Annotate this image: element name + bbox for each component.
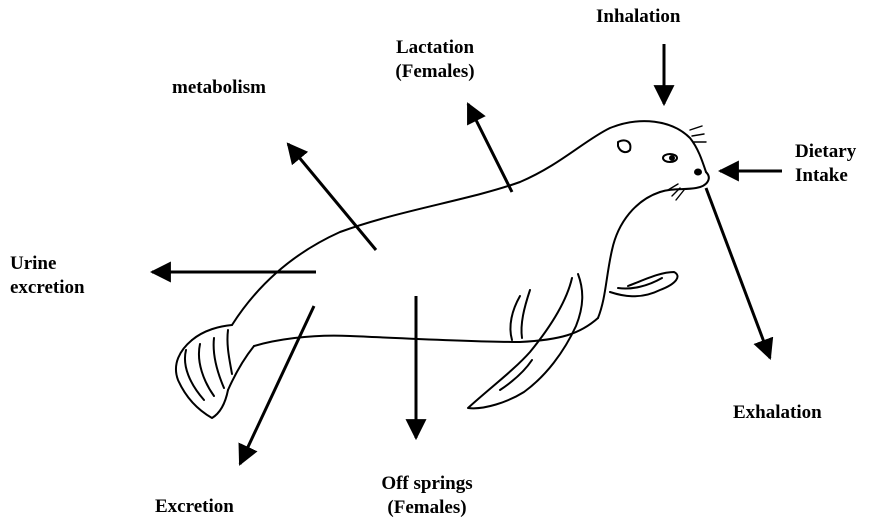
tail-flipper-line-1 <box>185 350 204 400</box>
dietary-intake-label-line-2: Intake <box>795 164 856 188</box>
offspring-label-line-1: Off springs <box>362 472 492 496</box>
offspring-label: Off springs (Females) <box>362 472 492 520</box>
seal-chest-outline <box>598 192 660 318</box>
tail-flipper-line-4 <box>227 330 232 374</box>
exhalation-label: Exhalation <box>733 401 822 425</box>
seal-ear <box>618 140 630 152</box>
tail-flipper-line-2 <box>199 344 214 396</box>
offspring-label-line-2: (Females) <box>362 496 492 520</box>
front-flipper-line-1 <box>510 296 520 340</box>
lactation-label: Lactation (Females) <box>380 36 490 84</box>
seal-back-outline <box>232 121 706 325</box>
excretion-arrow <box>240 306 314 464</box>
tail-flipper-line-3 <box>214 338 224 388</box>
dietary-intake-label: Dietary Intake <box>795 140 856 188</box>
flux-arrows <box>152 44 782 464</box>
seal-nose <box>695 170 701 175</box>
lactation-arrow <box>468 104 512 192</box>
urine-excretion-label: Urine excretion <box>10 252 85 300</box>
front-flipper-line-2 <box>521 290 530 338</box>
excretion-label: Excretion <box>155 495 234 519</box>
metabolism-label: metabolism <box>172 76 266 100</box>
dietary-intake-label-line-1: Dietary <box>795 140 856 164</box>
lactation-label-line-2: (Females) <box>380 60 490 84</box>
urine-excretion-label-line-1: Urine <box>10 252 85 276</box>
urine-excretion-label-line-2: excretion <box>10 276 85 300</box>
inhalation-label: Inhalation <box>596 5 680 29</box>
lactation-label-line-1: Lactation <box>380 36 490 60</box>
metabolism-arrow <box>288 144 376 250</box>
hind-flipper-line <box>618 278 662 289</box>
seal-illustration <box>176 121 709 418</box>
hind-flipper <box>610 272 678 296</box>
seal-snout-outline <box>660 172 709 192</box>
seal-tail-top <box>192 325 232 340</box>
exhalation-arrow <box>706 188 770 358</box>
